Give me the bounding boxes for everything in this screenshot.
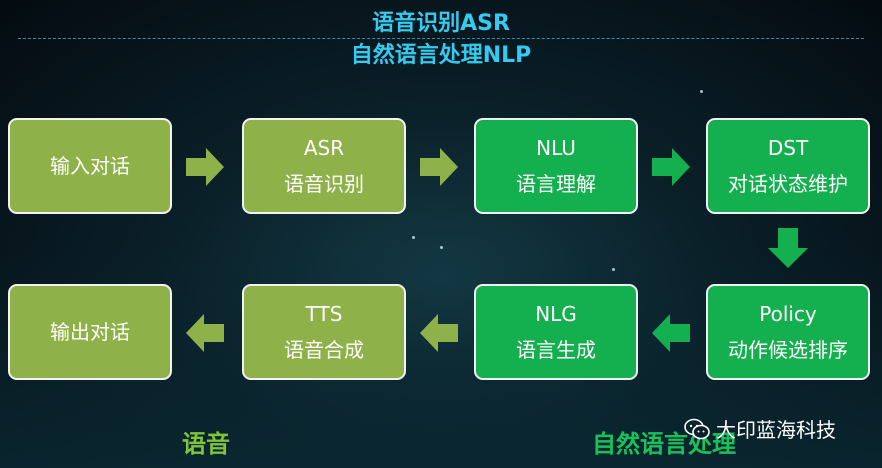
star [612, 268, 615, 271]
arrow-right-icon [420, 148, 458, 186]
star [700, 90, 703, 93]
node-label: 动作候选排序 [728, 338, 848, 362]
arrow-right-icon [652, 148, 690, 186]
node-abbrev: NLG [535, 302, 577, 326]
node-label: 语音识别 [284, 172, 364, 196]
arrow-right-icon [186, 148, 224, 186]
title-nlp: 自然语言处理NLP [350, 43, 532, 68]
node-label: 对话状态维护 [728, 172, 848, 196]
label-nlp: 自然语言处理 [592, 430, 736, 458]
arrow-left-icon [186, 314, 224, 352]
wechat-icon [684, 418, 710, 440]
node-label: 输出对话 [50, 320, 130, 344]
star [440, 246, 443, 249]
node-abbrev: TTS [305, 302, 343, 326]
star [412, 236, 415, 239]
title-asr: 语音识别ASR [372, 11, 510, 36]
arrow-left-icon [420, 314, 458, 352]
node-input-dialog: 输入对话 [8, 118, 172, 214]
node-label: 语言生成 [516, 338, 596, 362]
node-abbrev: Policy [759, 302, 817, 326]
node-dst: DST 对话状态维护 [706, 118, 870, 214]
arrow-down-icon [768, 228, 808, 268]
title-divider [18, 38, 864, 39]
node-abbrev: ASR [303, 136, 345, 160]
node-label: 语言理解 [516, 172, 596, 196]
node-label: 输入对话 [50, 154, 130, 178]
node-asr: ASR 语音识别 [242, 118, 406, 214]
node-policy: Policy 动作候选排序 [706, 284, 870, 380]
watermark-text: 大印蓝海科技 [716, 418, 836, 442]
node-abbrev: DST [767, 136, 809, 160]
arrow-left-icon [652, 314, 690, 352]
node-output-dialog: 输出对话 [8, 284, 172, 380]
label-speech: 语音 [182, 430, 230, 458]
node-label: 语音合成 [284, 338, 364, 362]
node-nlg: NLG 语言生成 [474, 284, 638, 380]
node-nlu: NLU 语言理解 [474, 118, 638, 214]
node-abbrev: NLU [536, 136, 576, 160]
watermark: 大印蓝海科技 [684, 414, 836, 443]
node-tts: TTS 语音合成 [242, 284, 406, 380]
